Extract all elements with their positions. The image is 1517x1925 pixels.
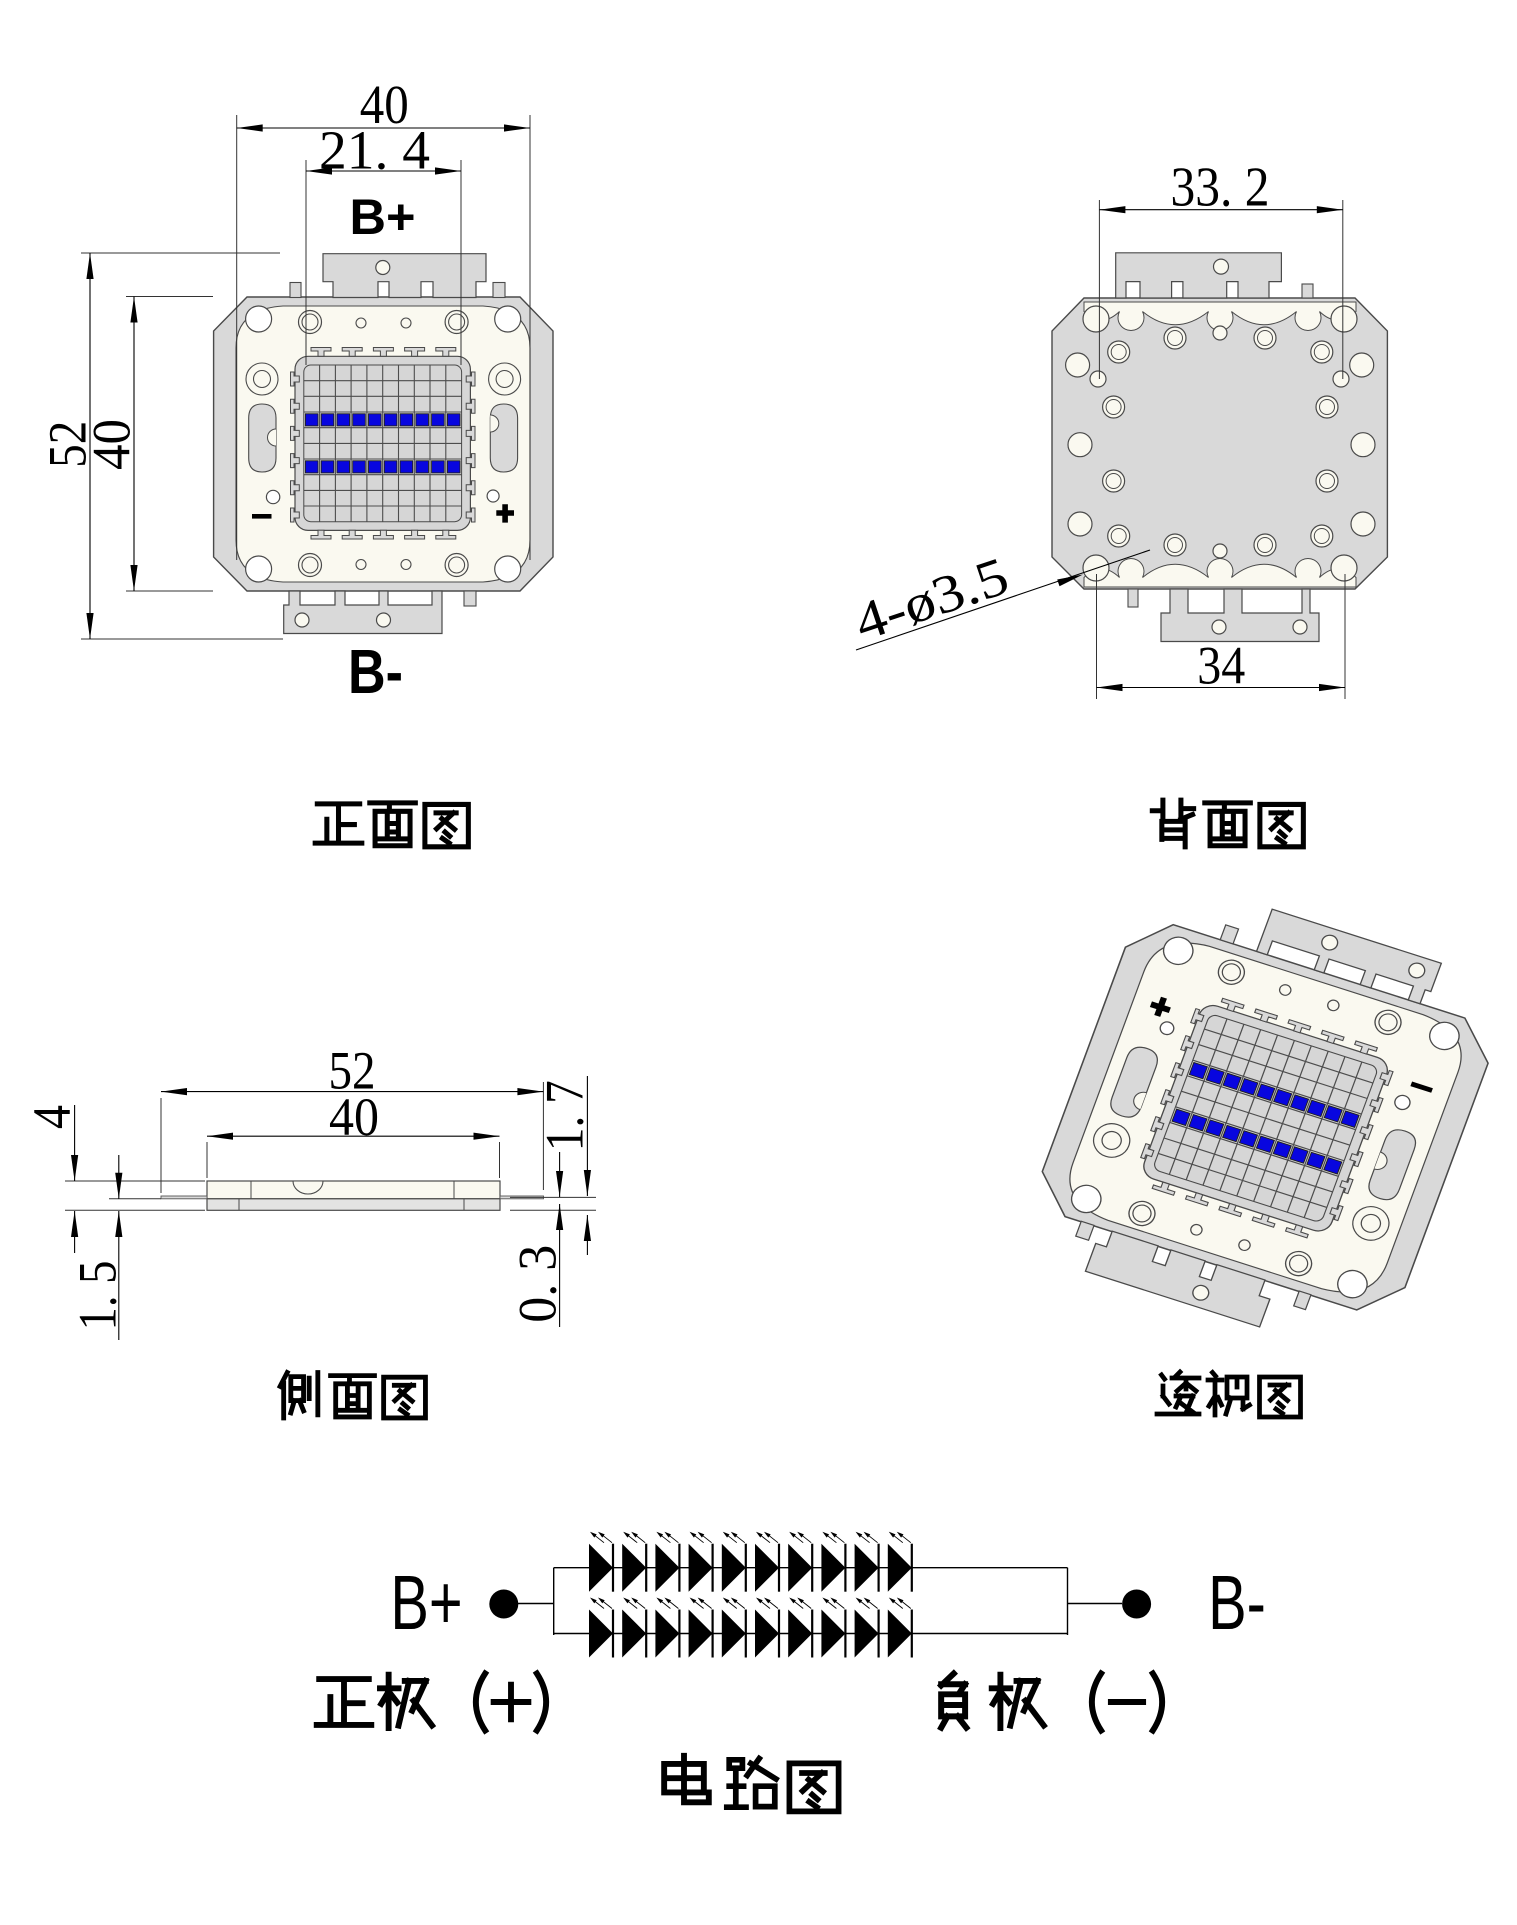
svg-text:34: 34 xyxy=(1197,636,1245,696)
svg-text:4: 4 xyxy=(22,1105,82,1129)
svg-text:1. 5: 1. 5 xyxy=(67,1261,127,1331)
svg-text:B-: B- xyxy=(348,638,403,707)
svg-text:21. 4: 21. 4 xyxy=(319,120,430,181)
svg-text:40: 40 xyxy=(360,74,409,135)
svg-text:1. 7: 1. 7 xyxy=(535,1080,595,1151)
svg-text:52: 52 xyxy=(329,1040,376,1100)
svg-text:33. 2: 33. 2 xyxy=(1171,156,1270,218)
svg-text:40: 40 xyxy=(81,419,141,470)
svg-text:40: 40 xyxy=(329,1087,379,1147)
svg-text:0. 3: 0. 3 xyxy=(508,1245,568,1323)
svg-text:B+: B+ xyxy=(390,1560,462,1646)
svg-text:52: 52 xyxy=(38,421,98,468)
svg-text:B+: B+ xyxy=(350,189,416,245)
svg-text:B-: B- xyxy=(1208,1560,1266,1646)
